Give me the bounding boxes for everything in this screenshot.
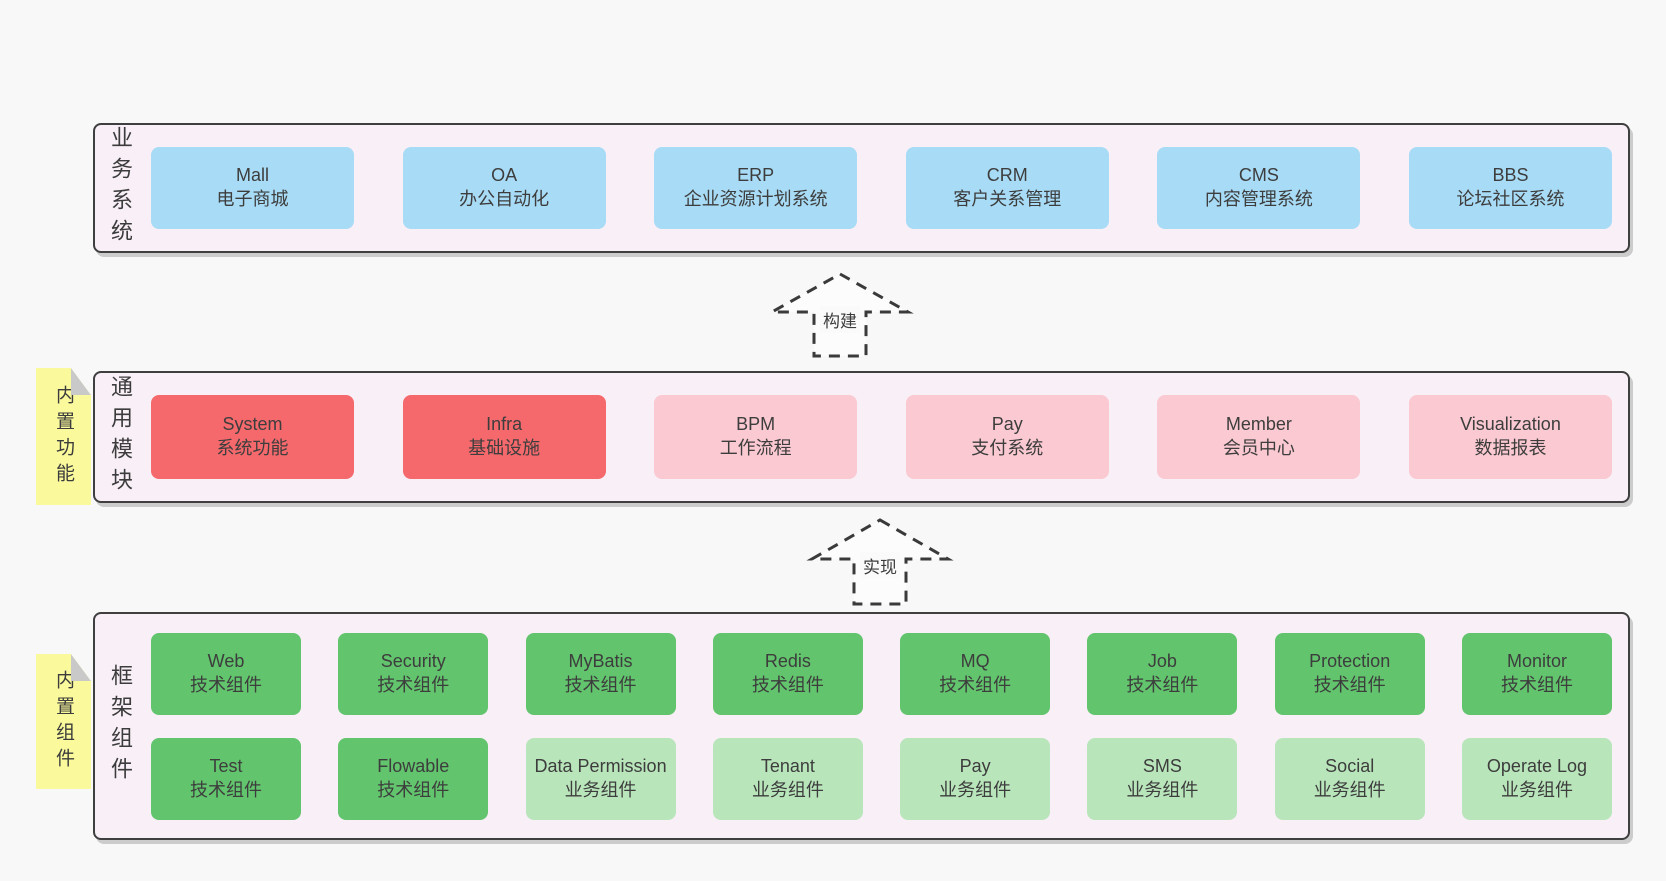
box-mq: MQ 技术组件 — [900, 632, 1051, 715]
box-cms: CMS 内容管理系统 — [1157, 147, 1361, 229]
box-infra: Infra 基础设施 — [402, 395, 606, 479]
layer-label-components: 框架组件 — [108, 664, 133, 788]
modules-box-row: System 系统功能 Infra 基础设施 BPM 工作流程 Pay 支付系统… — [151, 395, 1612, 479]
box-pay: Pay 支付系统 — [905, 395, 1109, 479]
band-common-modules: 通用模块 System 系统功能 Infra 基础设施 BPM 工作流程 Pay… — [93, 371, 1630, 503]
box-member: Member 会员中心 — [1157, 395, 1361, 479]
box-visualization: Visualization 数据报表 — [1408, 395, 1612, 479]
build-arrow-label: 构建 — [820, 306, 860, 333]
business-box-row: Mall 电子商城 OA 办公自动化 ERP 企业资源计划系统 CRM 客户关系… — [151, 147, 1612, 229]
builtin-components-note: 内置组件 — [36, 654, 91, 789]
box-data-permission: Data Permission 业务组件 — [525, 737, 676, 820]
box-pay: Pay 业务组件 — [900, 737, 1051, 820]
layer-label-business: 业务系统 — [108, 126, 133, 250]
box-job: Job 技术组件 — [1087, 632, 1238, 715]
box-monitor: Monitor 技术组件 — [1461, 632, 1612, 715]
implement-arrow: 实现 — [805, 518, 955, 606]
box-erp: ERP 企业资源计划系统 — [654, 147, 858, 229]
builtin-components-note-text: 内置组件 — [53, 669, 74, 774]
box-social: Social 业务组件 — [1274, 737, 1425, 820]
box-system: System 系统功能 — [151, 395, 354, 479]
box-web: Web 技术组件 — [151, 632, 301, 715]
components-box-row-1: Web 技术组件 Security 技术组件 MyBatis 技术组件 Redi… — [151, 632, 1612, 715]
builtin-features-note-text: 内置功能 — [53, 384, 74, 489]
box-sms: SMS 业务组件 — [1087, 737, 1238, 820]
box-mall: Mall 电子商城 — [151, 147, 354, 229]
layer-label-modules: 通用模块 — [108, 375, 133, 499]
box-operate-log: Operate Log 业务组件 — [1461, 737, 1612, 820]
box-bbs: BBS 论坛社区系统 — [1408, 147, 1612, 229]
implement-arrow-label: 实现 — [860, 552, 900, 579]
build-arrow: 构建 — [765, 272, 915, 358]
band-business-systems: 业务系统 Mall 电子商城 OA 办公自动化 ERP 企业资源计划系统 CRM… — [93, 123, 1630, 253]
folded-corner-icon — [71, 654, 91, 681]
box-redis: Redis 技术组件 — [712, 632, 863, 715]
folded-corner-icon — [71, 368, 91, 395]
box-security: Security 技术组件 — [338, 632, 489, 715]
box-oa: OA 办公自动化 — [402, 147, 606, 229]
builtin-features-note: 内置功能 — [36, 368, 91, 505]
box-bpm: BPM 工作流程 — [654, 395, 858, 479]
components-rows: Web 技术组件 Security 技术组件 MyBatis 技术组件 Redi… — [151, 632, 1612, 820]
band-framework-components: 框架组件 Web 技术组件 Security 技术组件 MyBatis 技术组件… — [93, 612, 1630, 840]
box-test: Test 技术组件 — [151, 737, 301, 820]
box-mybatis: MyBatis 技术组件 — [525, 632, 676, 715]
box-tenant: Tenant 业务组件 — [712, 737, 863, 820]
box-flowable: Flowable 技术组件 — [338, 737, 489, 820]
box-protection: Protection 技术组件 — [1274, 632, 1425, 715]
components-box-row-2: Test 技术组件 Flowable 技术组件 Data Permission … — [151, 737, 1612, 820]
box-crm: CRM 客户关系管理 — [905, 147, 1109, 229]
